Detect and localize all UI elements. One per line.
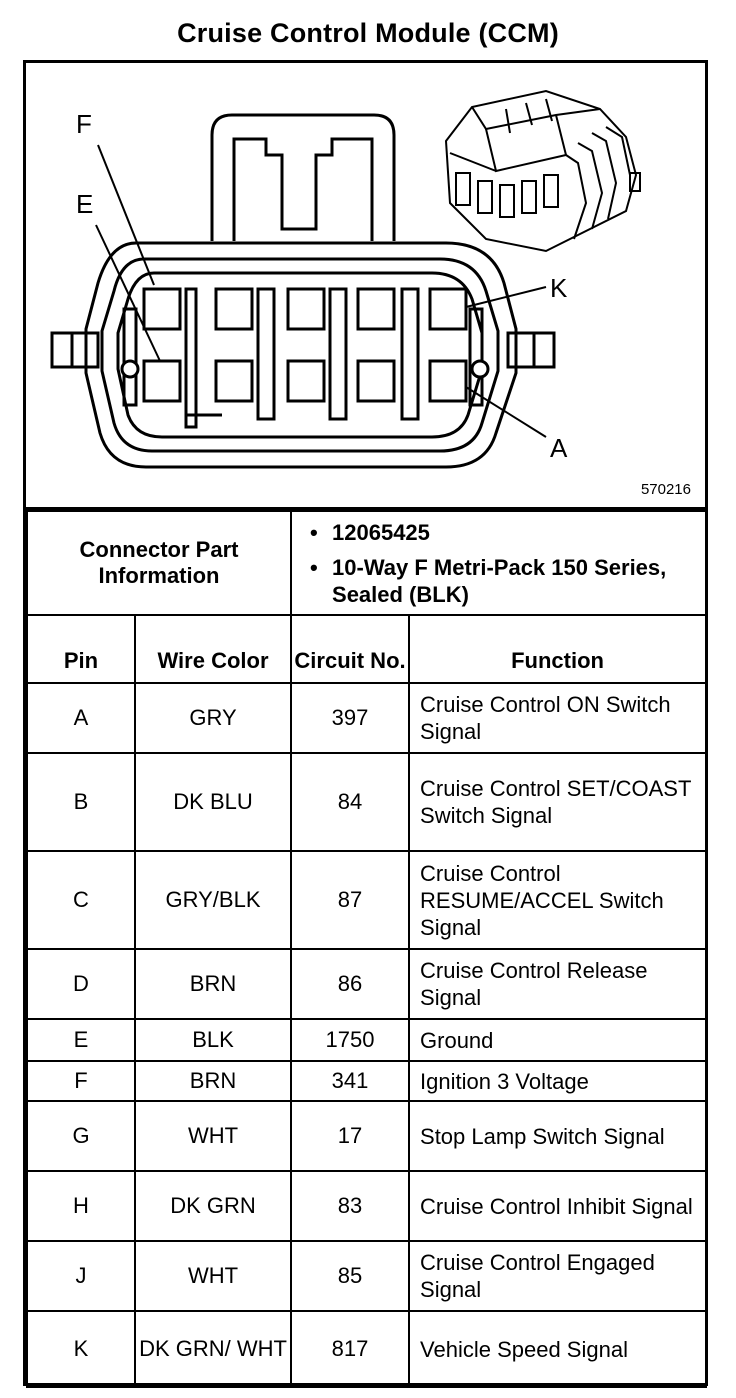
bullet-icon: • (310, 519, 318, 545)
circuit-cell: 83 (290, 1170, 411, 1242)
wire-color-cell: BLK (133, 1018, 293, 1062)
wire-color-cell: GRY/BLK (133, 850, 293, 950)
wire-color-cell: WHT (133, 1100, 293, 1172)
connector-face-drawing (50, 89, 641, 469)
circuit-cell: 86 (290, 948, 411, 1020)
circuit-cell: 817 (290, 1310, 411, 1388)
function-cell: Ground (408, 1018, 708, 1062)
wire-color-cell: WHT (133, 1240, 293, 1312)
pin-cavity (214, 287, 254, 331)
page-title: Cruise Control Module (CCM) (177, 18, 559, 48)
function-cell: Cruise Control Engaged Signal (408, 1240, 708, 1312)
circuit-cell: 84 (290, 752, 411, 852)
pin-cell: K (26, 1310, 136, 1388)
circuit-cell: 397 (290, 682, 411, 754)
pin-cavity (356, 287, 396, 331)
wire-color-cell: DK GRN (133, 1170, 293, 1242)
table-row: A GRY 397 Cruise Control ON Switch Signa… (26, 682, 708, 754)
table-row: J WHT 85 Cruise Control Engaged Signal (26, 1240, 708, 1312)
wire-color-cell: DK BLU (133, 752, 293, 852)
wire-color-cell: GRY (133, 682, 293, 754)
circuit-cell: 85 (290, 1240, 411, 1312)
pin-cell: H (26, 1170, 136, 1242)
table-row: K DK GRN/ WHT 817 Vehicle Speed Signal (26, 1310, 708, 1388)
connector-housing (84, 241, 518, 469)
wire-color-cell: BRN (133, 1060, 293, 1102)
column-header-pin: Pin (26, 614, 136, 684)
table-row: G WHT 17 Stop Lamp Switch Signal (26, 1100, 708, 1172)
pin-cavity (142, 359, 182, 403)
function-cell: Stop Lamp Switch Signal (408, 1100, 708, 1172)
pin-cavity (428, 287, 468, 331)
wire-color-cell: DK GRN/ WHT (133, 1310, 293, 1388)
circuit-cell: 341 (290, 1060, 411, 1102)
pin-cavity (356, 359, 396, 403)
connector-info-row: Connector Part Information • 12065425 • 10… (25, 510, 708, 616)
pin-label-a: A (550, 433, 568, 463)
table-row: F BRN 341 Ignition 3 Voltage (26, 1060, 708, 1102)
column-header-function: Function (408, 614, 708, 684)
function-cell: Cruise Control RESUME/ACCEL Switch Signa… (408, 850, 708, 950)
circuit-cell: 1750 (290, 1018, 411, 1062)
connector-info-label: Connector Part Information (25, 510, 293, 616)
pin-cell: F (26, 1060, 136, 1102)
pinout-table: Connector Part Information • 12065425 • 10… (25, 510, 708, 1388)
table-row: E BLK 1750 Ground (26, 1018, 708, 1062)
table-header-row: Pin Wire Color Circuit No. Function (26, 614, 708, 684)
function-cell: Cruise Control Release Signal (408, 948, 708, 1020)
pin-cell: E (26, 1018, 136, 1062)
function-cell: Cruise Control SET/COAST Switch Signal (408, 752, 708, 852)
circuit-cell: 17 (290, 1100, 411, 1172)
pin-cell: J (26, 1240, 136, 1312)
pin-cavity (286, 287, 326, 331)
pin-cavity (286, 359, 326, 403)
connector-diagram: F E K A 570216 (26, 63, 705, 510)
document-frame: F E K A 570216 Connector Part Informatio… (23, 60, 708, 1388)
table-row: B DK BLU 84 Cruise Control SET/COAST Swi… (26, 752, 708, 852)
table-row: D BRN 86 Cruise Control Release Signal (26, 948, 708, 1020)
connector-3d-sketch (444, 89, 641, 253)
pin-label-e: E (76, 189, 94, 219)
pin-cell: A (26, 682, 136, 754)
function-cell: Vehicle Speed Signal (408, 1310, 708, 1388)
circuit-cell: 87 (290, 850, 411, 950)
connector-description: 10-Way F Metri-Pack 150 Series, Sealed (… (332, 554, 667, 607)
wire-color-cell: BRN (133, 948, 293, 1020)
pin-label-k: K (550, 273, 568, 303)
function-cell: Cruise Control Inhibit Signal (408, 1170, 708, 1242)
connector-info-list: • 12065425 • 10-Way F Metri-Pack 150 Serie… (290, 510, 708, 616)
column-header-circuit-no: Circuit No. (290, 614, 411, 684)
table-row: C GRY/BLK 87 Cruise Control RESUME/ACCEL… (26, 850, 708, 950)
pin-cavity (214, 359, 254, 403)
pin-cavity (142, 287, 182, 331)
pin-label-f: F (76, 109, 92, 139)
pin-cell: D (26, 948, 136, 1020)
pin-cell: B (26, 752, 136, 852)
pin-cell: G (26, 1100, 136, 1172)
table-row: H DK GRN 83 Cruise Control Inhibit Signa… (26, 1170, 708, 1242)
pin-cavity (428, 359, 468, 403)
function-cell: Ignition 3 Voltage (408, 1060, 708, 1102)
bullet-icon: • (310, 554, 318, 580)
figure-number: 570216 (640, 481, 691, 498)
connector-part-number: 12065425 (332, 519, 430, 545)
column-header-wire-color: Wire Color (133, 614, 293, 684)
pin-cell: C (26, 850, 136, 950)
connector-latch (210, 113, 396, 241)
function-cell: Cruise Control ON Switch Signal (408, 682, 708, 754)
